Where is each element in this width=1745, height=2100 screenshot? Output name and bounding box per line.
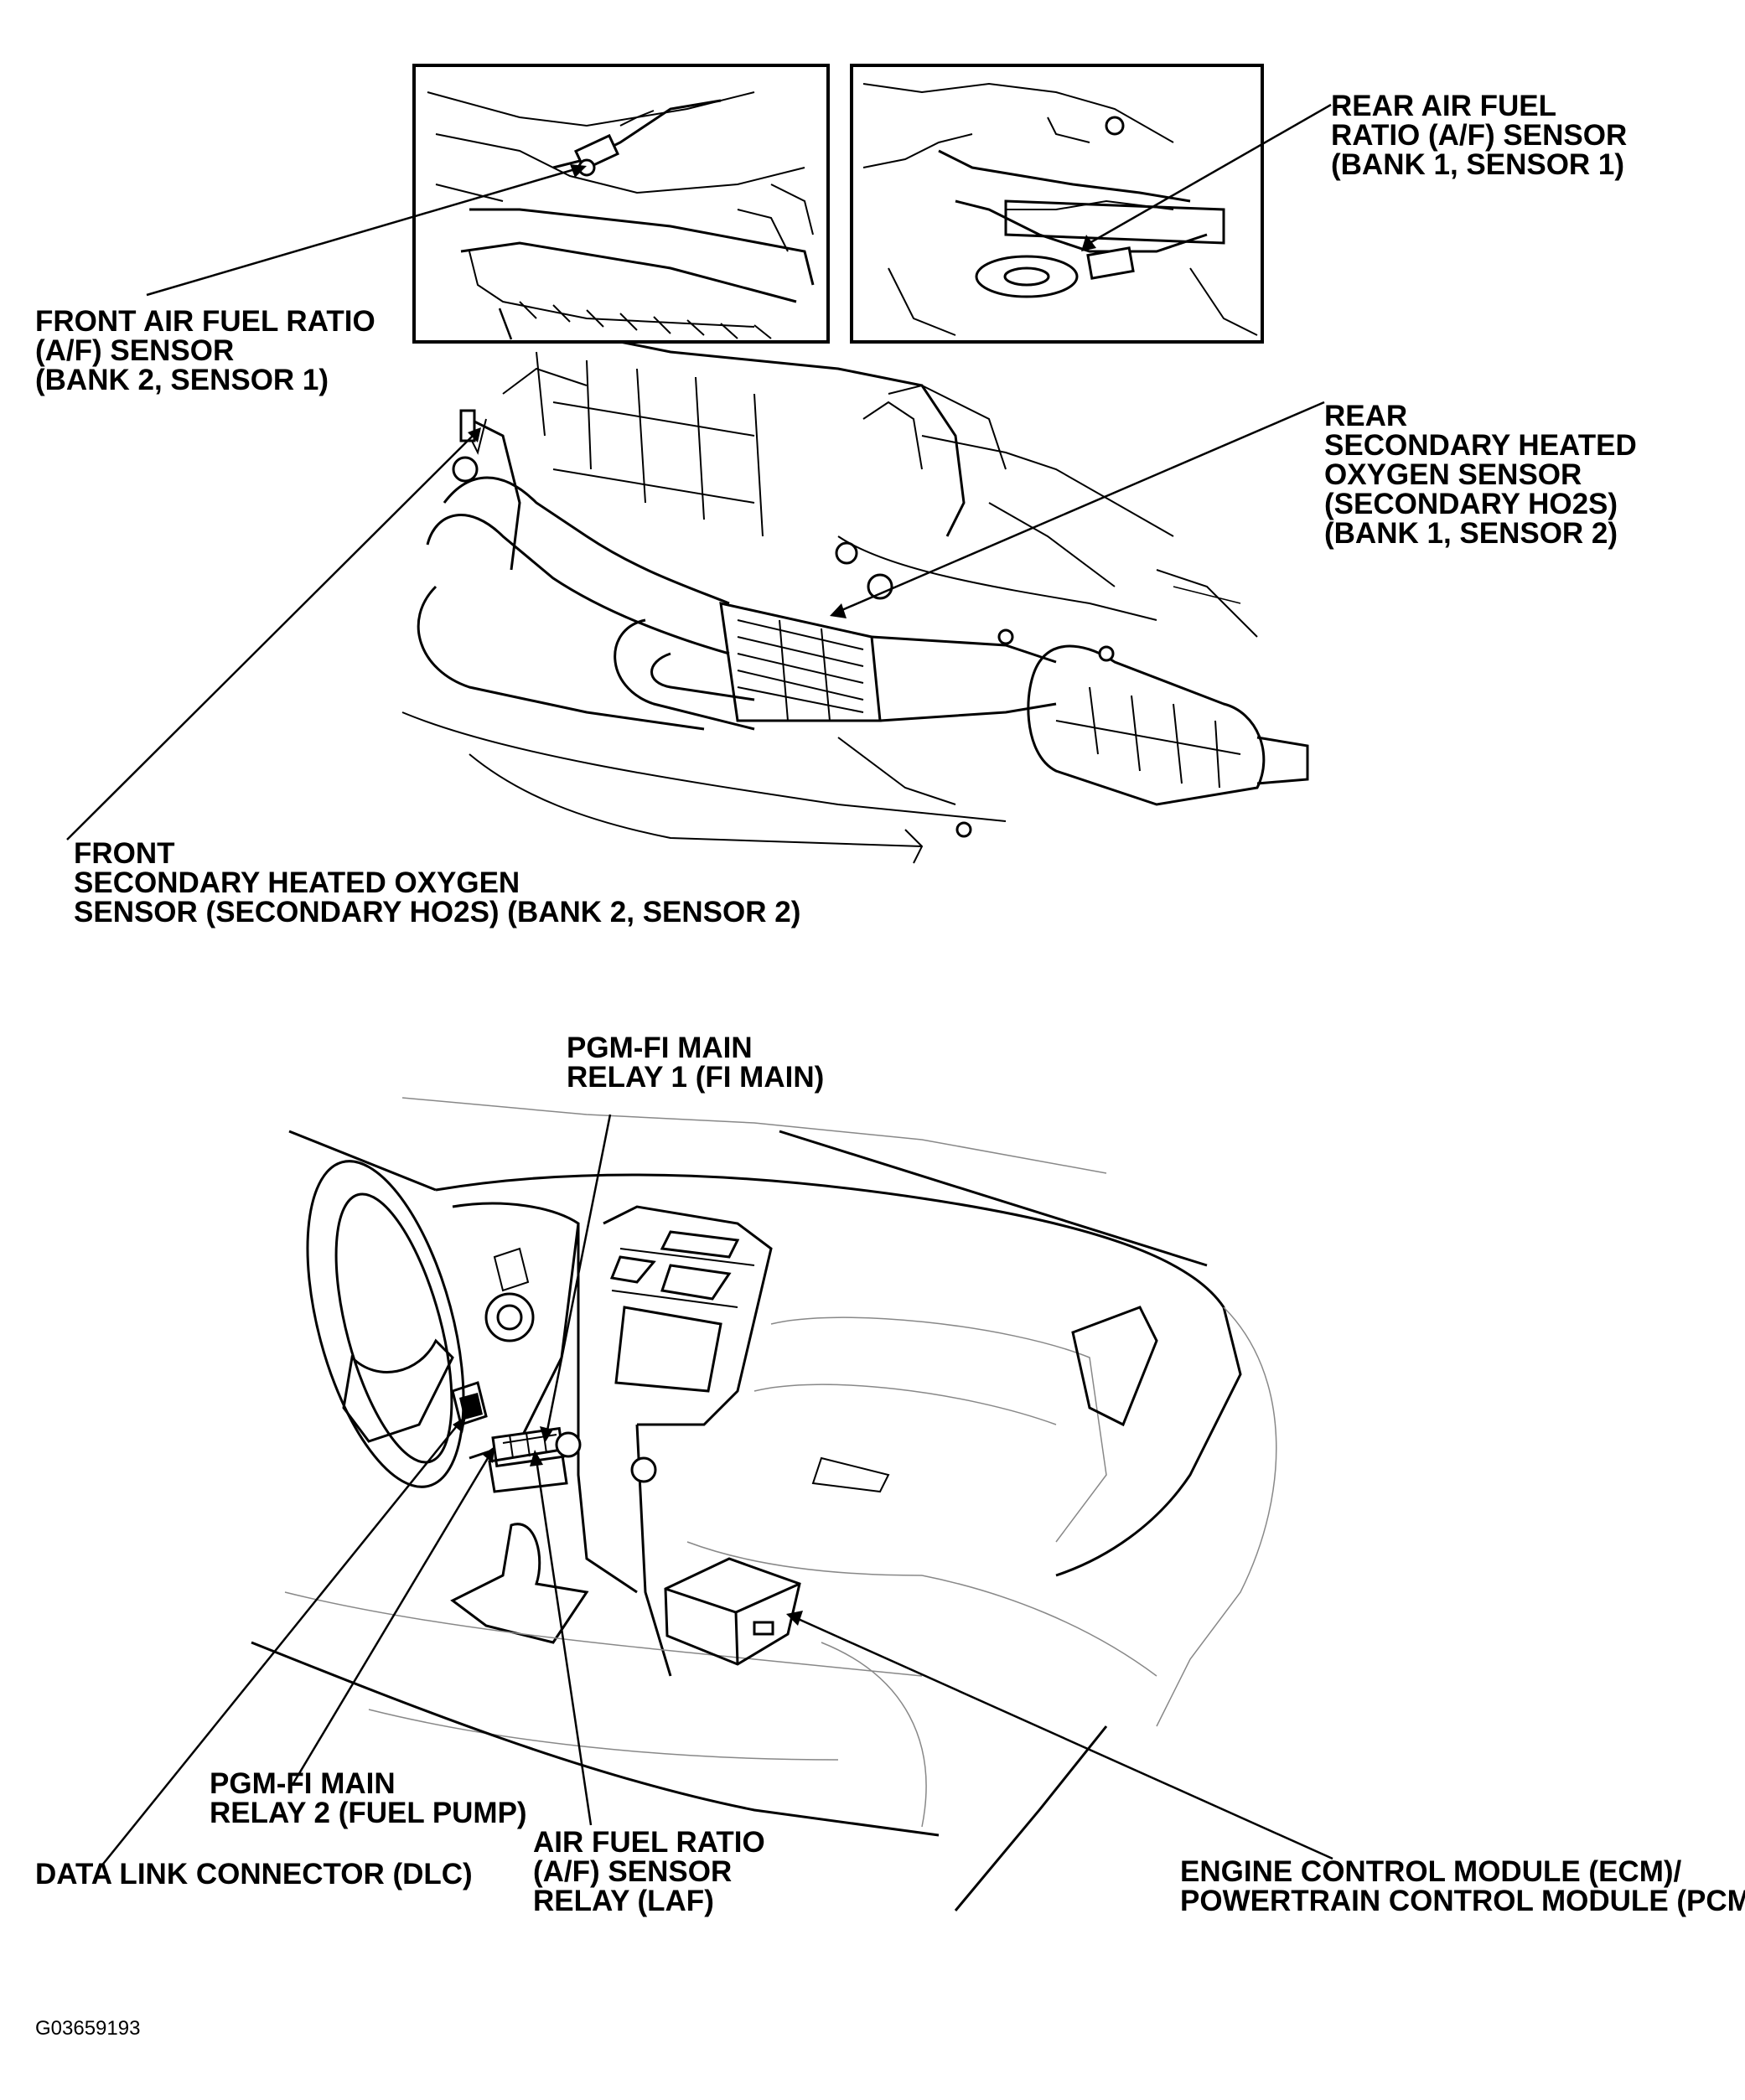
engine-leader-lines: [66, 103, 1332, 841]
label-line: RELAY 2 (FUEL PUMP): [210, 1797, 527, 1829]
label-line: RATIO (A/F) SENSOR: [1331, 119, 1627, 152]
label-line: POWERTRAIN CONTROL MODULE (PCM): [1180, 1885, 1745, 1917]
label-line: REAR: [1324, 400, 1407, 432]
ecm-pcm-label: ENGINE CONTROL MODULE (ECM)/ POWERTRAIN …: [1180, 1855, 1745, 1917]
label-line: (BANK 1, SENSOR 2): [1324, 517, 1618, 550]
label-line: DATA LINK CONNECTOR (DLC): [35, 1858, 473, 1891]
label-line: PGM-FI MAIN: [567, 1032, 753, 1064]
pgm-fi-main-relay-2-label: PGM-FI MAIN RELAY 2 (FUEL PUMP): [210, 1767, 527, 1829]
label-line: (A/F) SENSOR: [35, 334, 234, 367]
front-af-sensor-label: FRONT AIR FUEL RATIO (A/F) SENSOR (BANK …: [35, 305, 375, 396]
label-line: REAR AIR FUEL: [1331, 90, 1556, 122]
label-line: OXYGEN SENSOR: [1324, 458, 1582, 491]
label-line: PGM-FI MAIN: [210, 1767, 396, 1800]
data-link-connector-label: DATA LINK CONNECTOR (DLC): [35, 1858, 473, 1891]
label-line: AIR FUEL RATIO: [533, 1826, 765, 1859]
label-line: SECONDARY HEATED: [1324, 429, 1637, 462]
rear-secondary-ho2s-label: REAR SECONDARY HEATED OXYGEN SENSOR (SEC…: [1324, 400, 1637, 550]
label-line: (SECONDARY HO2S): [1324, 488, 1618, 520]
label-line: (BANK 2, SENSOR 1): [35, 364, 329, 396]
label-line: FRONT: [74, 837, 175, 870]
rear-af-sensor-label: REAR AIR FUEL RATIO (A/F) SENSOR (BANK 1…: [1331, 90, 1627, 181]
label-line: ENGINE CONTROL MODULE (ECM)/: [1180, 1855, 1682, 1888]
exhaust-system-illustration: [401, 317, 1309, 864]
label-line: SENSOR (SECONDARY HO2S) (BANK 2, SENSOR …: [74, 896, 800, 928]
label-line: SECONDARY HEATED OXYGEN: [74, 866, 520, 899]
dashboard-leader-lines: [100, 1114, 1333, 1868]
rear-af-sensor-inset: [850, 64, 1264, 344]
label-line: RELAY (LAF): [533, 1885, 714, 1917]
label-line: FRONT AIR FUEL RATIO: [35, 305, 375, 338]
figure-id: G03659193: [35, 2017, 140, 2040]
label-line: (A/F) SENSOR: [533, 1855, 732, 1888]
front-af-sensor-inset: [412, 64, 830, 344]
dashboard-illustration: [251, 1097, 1277, 1911]
pgm-fi-main-relay-1-label: PGM-FI MAIN RELAY 1 (FI MAIN): [567, 1032, 824, 1094]
label-line: RELAY 1 (FI MAIN): [567, 1061, 824, 1094]
af-sensor-relay-label: AIR FUEL RATIO (A/F) SENSOR RELAY (LAF): [533, 1826, 765, 1917]
label-line: (BANK 1, SENSOR 1): [1331, 148, 1624, 181]
front-secondary-ho2s-label: FRONT SECONDARY HEATED OXYGEN SENSOR (SE…: [74, 837, 800, 928]
